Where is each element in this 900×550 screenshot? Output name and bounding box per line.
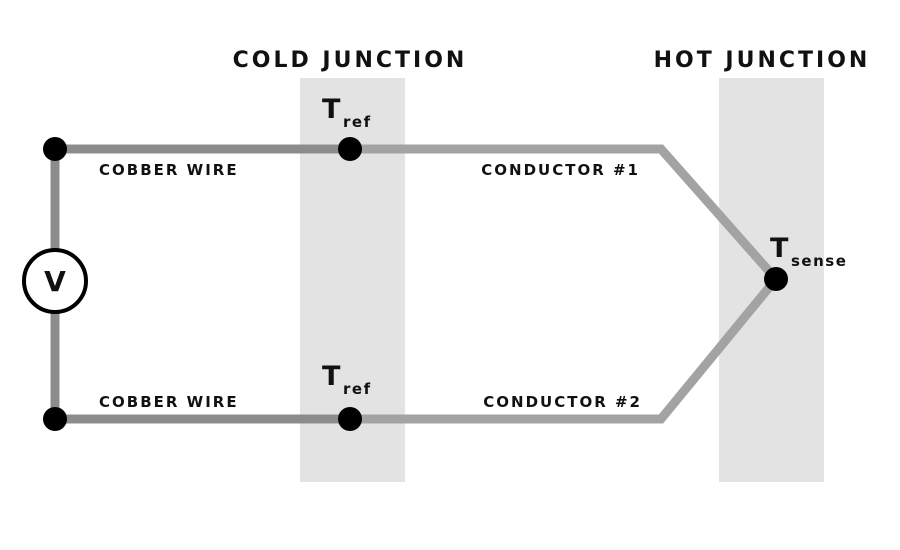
voltmeter: V [22, 248, 88, 314]
conductor-1-label: CONDUCTOR #1 [481, 161, 640, 179]
copper-wire-bottom-label: COBBER WIRE [99, 393, 239, 411]
copper-wire-top-label: COBBER WIRE [99, 161, 239, 179]
t-ref-top-main: T [322, 94, 341, 125]
conductor-2-wire [350, 276, 780, 424]
cold-junction-node-bottom [338, 407, 362, 431]
cold-junction-node-top [338, 137, 362, 161]
t-sense-label: T sense [770, 233, 847, 270]
t-ref-bottom-label: T ref [322, 361, 372, 398]
t-sense-sub: sense [791, 252, 847, 270]
t-ref-top-sub: ref [343, 113, 372, 131]
hot-junction-node [764, 267, 788, 291]
voltmeter-symbol: V [44, 265, 66, 298]
cold-junction-header: COLD JUNCTION [233, 48, 468, 73]
terminal-node-top [43, 137, 67, 161]
terminal-node-bottom [43, 407, 67, 431]
t-ref-top-label: T ref [322, 94, 372, 131]
t-sense-main: T [770, 233, 789, 264]
t-ref-bottom-main: T [322, 361, 341, 392]
hot-junction-header: HOT JUNCTION [654, 48, 871, 73]
conductor-1-wire [350, 144, 780, 282]
voltmeter-circle [22, 248, 88, 314]
conductor-2-label: CONDUCTOR #2 [483, 393, 642, 411]
t-ref-bottom-sub: ref [343, 380, 372, 398]
